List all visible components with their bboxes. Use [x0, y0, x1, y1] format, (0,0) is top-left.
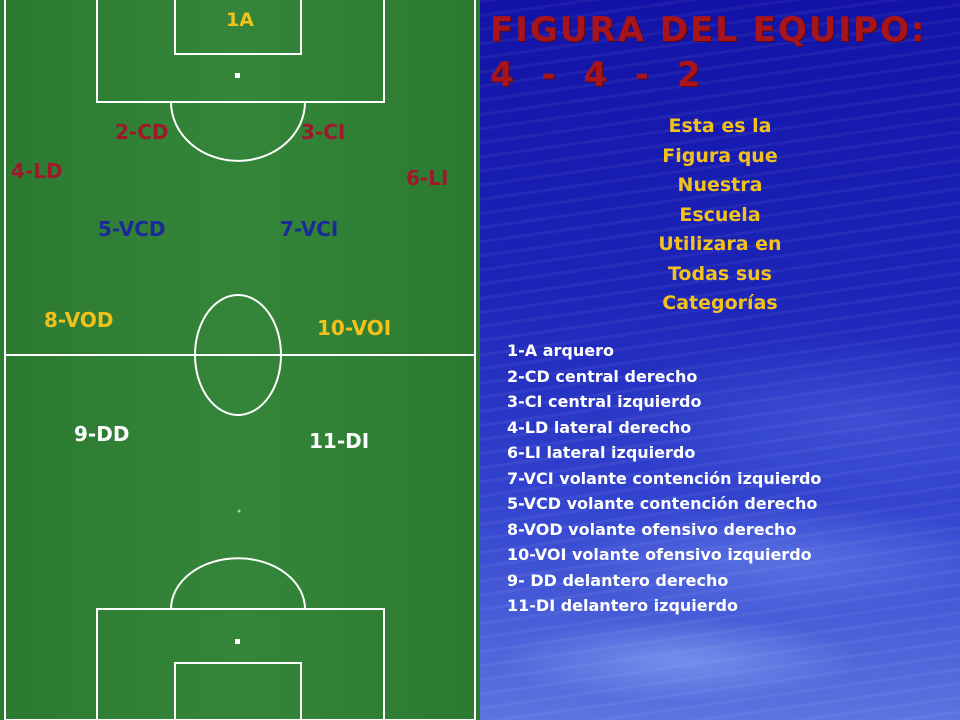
- center-circle: [194, 294, 282, 416]
- position-legend: 1-A arquero 2-CD central derecho 3-CI ce…: [507, 338, 821, 619]
- player-left-back: 6-LI: [406, 166, 449, 190]
- legend-item: 4-LD lateral derecho: [507, 417, 692, 437]
- player-defensive-mid-right: 5-VCD: [98, 217, 166, 241]
- legend-item: 10-VOI volante ofensivo izquierdo: [507, 545, 812, 564]
- center-spot: [237, 509, 241, 513]
- legend-item: 2-CD central derecho: [507, 366, 698, 386]
- bottom-penalty-arc: [170, 557, 306, 610]
- pitch-boundary: [4, 0, 476, 720]
- blue-background: [480, 0, 960, 720]
- formation-title: 4 - 4 - 2: [490, 55, 709, 95]
- player-forward-right: 9-DD: [74, 422, 130, 446]
- player-goalkeeper: 1A: [226, 9, 254, 31]
- player-right-back: 4-LD: [11, 159, 63, 183]
- legend-item: 9- DD delantero derecho: [507, 570, 729, 590]
- bottom-penalty-spot: [235, 639, 240, 644]
- intro-line: Todas sus: [668, 262, 772, 285]
- pitch-grass: [0, 0, 480, 720]
- player-defensive-mid-left: 7-VCI: [280, 217, 339, 241]
- top-penalty-arc: [170, 101, 306, 162]
- intro-line: Esta es la: [668, 115, 772, 137]
- top-goal-area: [174, 0, 302, 55]
- intro-text: Esta es la Figura que Nuestra Escuela Ut…: [620, 112, 820, 319]
- player-central-defender-right: 2-CD: [115, 120, 169, 144]
- legend-item: 1-A arquero: [507, 341, 614, 360]
- top-penalty-spot: [235, 73, 240, 78]
- intro-line: Figura que: [662, 144, 778, 167]
- player-attacking-mid-right: 8-VOD: [44, 308, 114, 332]
- intro-line: Categorías: [662, 292, 778, 314]
- player-central-defender-left: 3-CI: [301, 120, 346, 144]
- intro-line: Utilizara en: [658, 233, 782, 255]
- legend-item: 7-VCI volante contención izquierdo: [507, 468, 822, 488]
- player-forward-left: 11-DI: [309, 429, 370, 453]
- slide-title: FIGURA DEL EQUIPO:: [490, 10, 927, 50]
- legend-item: 3-CI central izquierdo: [507, 392, 702, 411]
- legend-item: 5-VCD volante contención derecho: [507, 494, 818, 513]
- player-attacking-mid-left: 10-VOI: [317, 316, 392, 340]
- legend-item: 6-LI lateral izquierdo: [507, 443, 696, 462]
- legend-item: 11-DI delantero izquierdo: [507, 596, 738, 615]
- legend-item: 8-VOD volante ofensivo derecho: [507, 519, 797, 539]
- intro-line: Nuestra: [677, 174, 763, 196]
- football-pitch: [0, 0, 480, 720]
- intro-line: Escuela: [679, 203, 761, 226]
- bottom-penalty-area: [96, 608, 385, 720]
- bottom-goal-area: [174, 662, 302, 720]
- top-penalty-area: [96, 0, 385, 103]
